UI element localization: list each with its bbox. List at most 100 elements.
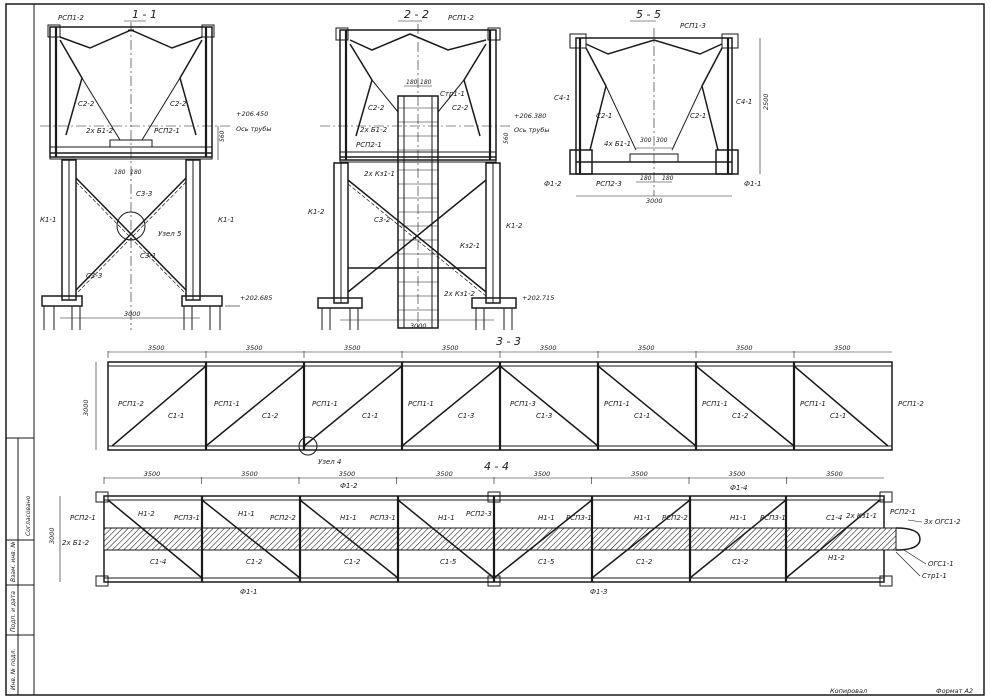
span-dim-2: 3500 <box>246 344 263 352</box>
span-dim-6: 3500 <box>631 470 648 478</box>
label-f1-4: Ф1-4 <box>730 484 747 492</box>
label-c1-5-b: С1-5 <box>538 558 555 566</box>
label-f1-2: Ф1-2 <box>340 482 358 490</box>
label-c2-2-left: С2-2 <box>78 100 95 108</box>
dim-height-3000: 3000 <box>82 399 90 416</box>
label-rsp1-1-3: РСП1-1 <box>408 400 434 408</box>
label-n1-1-a: Н1-1 <box>238 510 255 518</box>
dim-180-a: 180 <box>406 79 418 86</box>
label-f1-3: Ф1-3 <box>590 588 607 596</box>
label-c1-f: С1-1 <box>634 412 650 420</box>
span-dim-2: 3500 <box>241 470 258 478</box>
label-c1-b: С1-2 <box>262 412 279 420</box>
label-f1-1: Ф1-1 <box>744 180 761 188</box>
label-f1-2: Ф1-2 <box>544 180 562 188</box>
label-3x-ogs1-2: 3х ОГС1-2 <box>924 518 961 526</box>
span-dim-4: 3500 <box>442 344 459 352</box>
span-dim-7: 3500 <box>729 470 746 478</box>
label-n1-1-b: Н1-1 <box>340 514 357 522</box>
stamp-soglas: Согласовано <box>25 495 32 536</box>
elevation-bottom: +202.685 <box>240 294 272 302</box>
pipe-axis-label: Ось трубы <box>514 126 550 134</box>
label-ogs1-1: ОГС1-1 <box>928 560 954 568</box>
view-4-4: 4 - 4 <box>48 460 961 596</box>
span-dim-8: 3500 <box>834 344 851 352</box>
label-rsp1-2: РСП1-2 <box>58 14 84 22</box>
dim-3000: 3000 <box>124 310 141 318</box>
label-rsp2-1: РСП2-1 <box>356 141 382 149</box>
dim-180-b: 180 <box>130 169 142 176</box>
span-dim-3: 3500 <box>339 470 356 478</box>
label-rsp1-2: РСП1-2 <box>448 14 474 22</box>
label-c1-2-c: С1-2 <box>636 558 653 566</box>
label-rsp1-1-6: РСП1-1 <box>800 400 826 408</box>
label-rsp2-2-a: РСП2-2 <box>270 514 296 522</box>
label-n1-1-d: Н1-1 <box>538 514 555 522</box>
label-c1-d: С1-3 <box>458 412 474 420</box>
label-2x-kz1-1: 2х Кз1-1 <box>364 170 395 178</box>
label-rsp1-1-1: РСП1-1 <box>214 400 240 408</box>
label-str1-1: Стр1-1 <box>440 90 465 98</box>
truss-4-4-members <box>95 491 893 587</box>
label-2x-kz1-1: 2х Кз1-1 <box>846 512 877 520</box>
label-c1-2-d: С1-2 <box>732 558 749 566</box>
dim-300-a: 300 <box>640 137 652 144</box>
label-rsp3-1-d: РСП3-1 <box>760 514 786 522</box>
label-c3-3-bottom: С3-3 <box>86 272 102 280</box>
label-rsp1-2-right: РСП1-2 <box>898 400 924 408</box>
label-rsp3-1-a: РСП3-1 <box>174 514 200 522</box>
span-dim-4: 3500 <box>436 470 453 478</box>
label-4x-b1-1: 4х Б1-1 <box>604 140 631 148</box>
label-n1-1-c: Н1-1 <box>438 514 455 522</box>
dim-560: 560 <box>503 132 510 144</box>
label-c3-2: С3-2 <box>374 216 391 224</box>
label-c1-e: С1-3 <box>536 412 552 420</box>
label-c1-4-top: С1-4 <box>826 514 842 522</box>
label-k1-1-left: К1-1 <box>40 216 56 224</box>
label-n1-2-top: Н1-2 <box>138 510 155 518</box>
pipe-axis-label: Ось трубы <box>236 125 272 133</box>
label-c2-1-left: С2-1 <box>596 112 612 120</box>
label-2x-b1-2: 2х Б1-2 <box>86 127 114 135</box>
label-n1-2-bottom: Н1-2 <box>828 554 845 562</box>
label-rsp2-1-left: РСП2-1 <box>70 514 96 522</box>
approval-stamp: Согласовано Взам. инв. № Подп. и дата Ин… <box>5 437 35 696</box>
dim-2500: 2500 <box>762 93 770 110</box>
dim-height-3000: 3000 <box>48 527 56 544</box>
truss-3-3-members <box>111 362 889 456</box>
section-title-4-4: 4 - 4 <box>484 460 509 473</box>
stamp-podp: Подп. и дата <box>10 591 17 632</box>
dim-180-a: 180 <box>114 169 126 176</box>
elevation-top: +206.450 <box>236 110 268 118</box>
dim-180-b: 180 <box>420 79 432 86</box>
label-c2-2-left: С2-2 <box>368 104 385 112</box>
label-kz2-1: Кз2-1 <box>460 242 480 250</box>
stamp-vzam: Взам. инв. № <box>10 541 17 582</box>
label-2x-b1-2: 2х Б1-2 <box>360 126 388 134</box>
span-dim-8: 3500 <box>826 470 843 478</box>
footer-format: Формат А2 <box>936 687 973 695</box>
label-c1-h: С1-1 <box>830 412 846 420</box>
label-c1-4-bottom: С1-4 <box>150 558 166 566</box>
label-str1-1: Стр1-1 <box>922 572 947 580</box>
label-rsp2-3: РСП2-3 <box>466 510 492 518</box>
span-dim-5: 3500 <box>540 344 557 352</box>
stamp-inv: Инв. № подл. <box>10 649 17 690</box>
label-c4-1-right: С4-1 <box>736 98 752 106</box>
span-dim-6: 3500 <box>638 344 655 352</box>
label-k1-2-left: К1-2 <box>308 208 325 216</box>
label-c2-1-right: С2-1 <box>690 112 706 120</box>
label-node-4: Узел 4 <box>318 458 341 466</box>
label-c1-5-a: С1-5 <box>440 558 457 566</box>
label-rsp1-1-4: РСП1-1 <box>604 400 630 408</box>
footer-kopir: Копировал <box>830 687 867 695</box>
label-c2-2-right: С2-2 <box>452 104 469 112</box>
view-5-5: 5 - 5 РСП1-3 С4-1 С4-1 С2-1 С2-1 2500 4х… <box>544 8 770 205</box>
label-c4-1-left: С4-1 <box>554 94 570 102</box>
elevation-bottom: +202.715 <box>522 294 554 302</box>
label-rsp1-1-2: РСП1-1 <box>312 400 338 408</box>
label-rsp2-2-b: РСП2-2 <box>662 514 688 522</box>
label-f1-1: Ф1-1 <box>240 588 257 596</box>
label-rsp2-1-right: РСП2-1 <box>890 508 916 516</box>
